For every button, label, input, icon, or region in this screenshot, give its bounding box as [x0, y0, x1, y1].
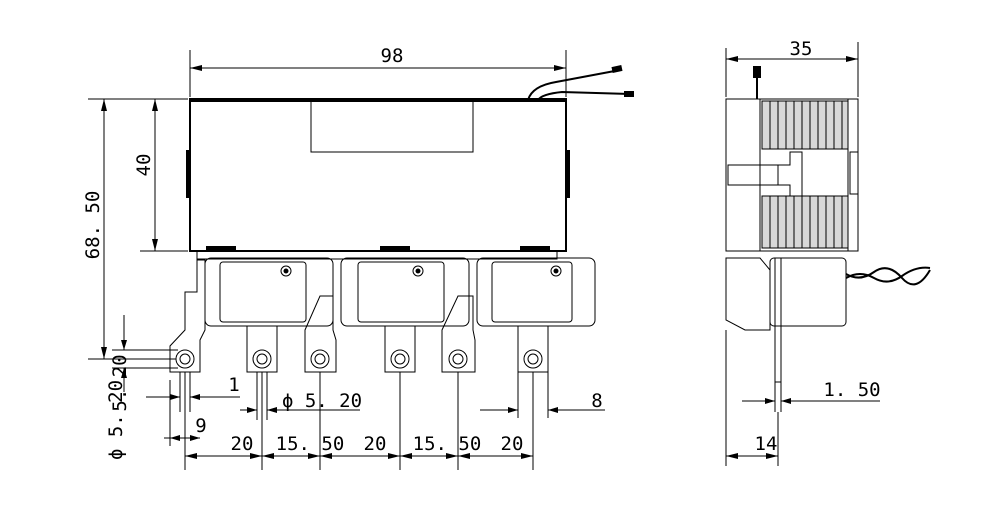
- dim-pitch-4-label: 15. 50: [413, 433, 482, 455]
- front-view: 98 40 68. 50 5. 20: [82, 45, 634, 470]
- dim-hole-offset-label: 5. 20: [109, 354, 131, 411]
- dim-40-label: 40: [133, 154, 155, 177]
- dim-small-offsets: 1 9: [146, 372, 240, 446]
- side-view: 35 1. 50 14: [725, 38, 931, 466]
- pole-housing-3: [476, 257, 596, 327]
- terminal-tabs: [169, 259, 549, 373]
- dim-14-label: 14: [755, 433, 778, 455]
- dim-pitch-3-label: 20: [364, 433, 387, 455]
- dim-1-label: 1: [228, 374, 239, 396]
- heatsink-fins: [761, 100, 849, 249]
- dim-hole-dia-center-label: ϕ 5. 20: [282, 390, 362, 412]
- dim-height-68-50: 68. 50: [82, 98, 176, 360]
- pole-housing-2: [340, 257, 470, 327]
- dim-pitch-chain: 20 15. 50 20 15. 50 20: [184, 372, 534, 470]
- dim-68-50-label: 68. 50: [82, 191, 104, 260]
- dim-hole-left: 5. 20 ϕ 5. 20: [105, 315, 178, 460]
- dim-8-label: 8: [591, 390, 602, 412]
- dim-pitch-5-label: 20: [501, 433, 524, 455]
- dim-side-1-50: 1. 50: [742, 379, 881, 412]
- dim-width-98: 98: [189, 45, 567, 97]
- dim-hole-center: ϕ 5. 20: [240, 372, 362, 420]
- dim-tab-width: 8: [480, 372, 605, 418]
- dim-1-50-label: 1. 50: [823, 379, 880, 401]
- dim-side-35: 35: [725, 38, 859, 97]
- dim-pitch-2-label: 15. 50: [276, 433, 345, 455]
- dim-35-label: 35: [790, 38, 813, 60]
- dim-hole-dia-left-label: ϕ 5. 20: [105, 380, 127, 460]
- label-window: [310, 100, 474, 153]
- dim-height-40: 40: [133, 98, 188, 252]
- lead-wires: [527, 65, 634, 101]
- dim-98-label: 98: [381, 45, 404, 67]
- dim-side-14: 14: [725, 330, 779, 466]
- relay-body: [189, 98, 567, 252]
- dim-9-label: 9: [195, 415, 206, 437]
- pole-housing-1: [204, 257, 334, 327]
- dim-pitch-1-label: 20: [231, 433, 254, 455]
